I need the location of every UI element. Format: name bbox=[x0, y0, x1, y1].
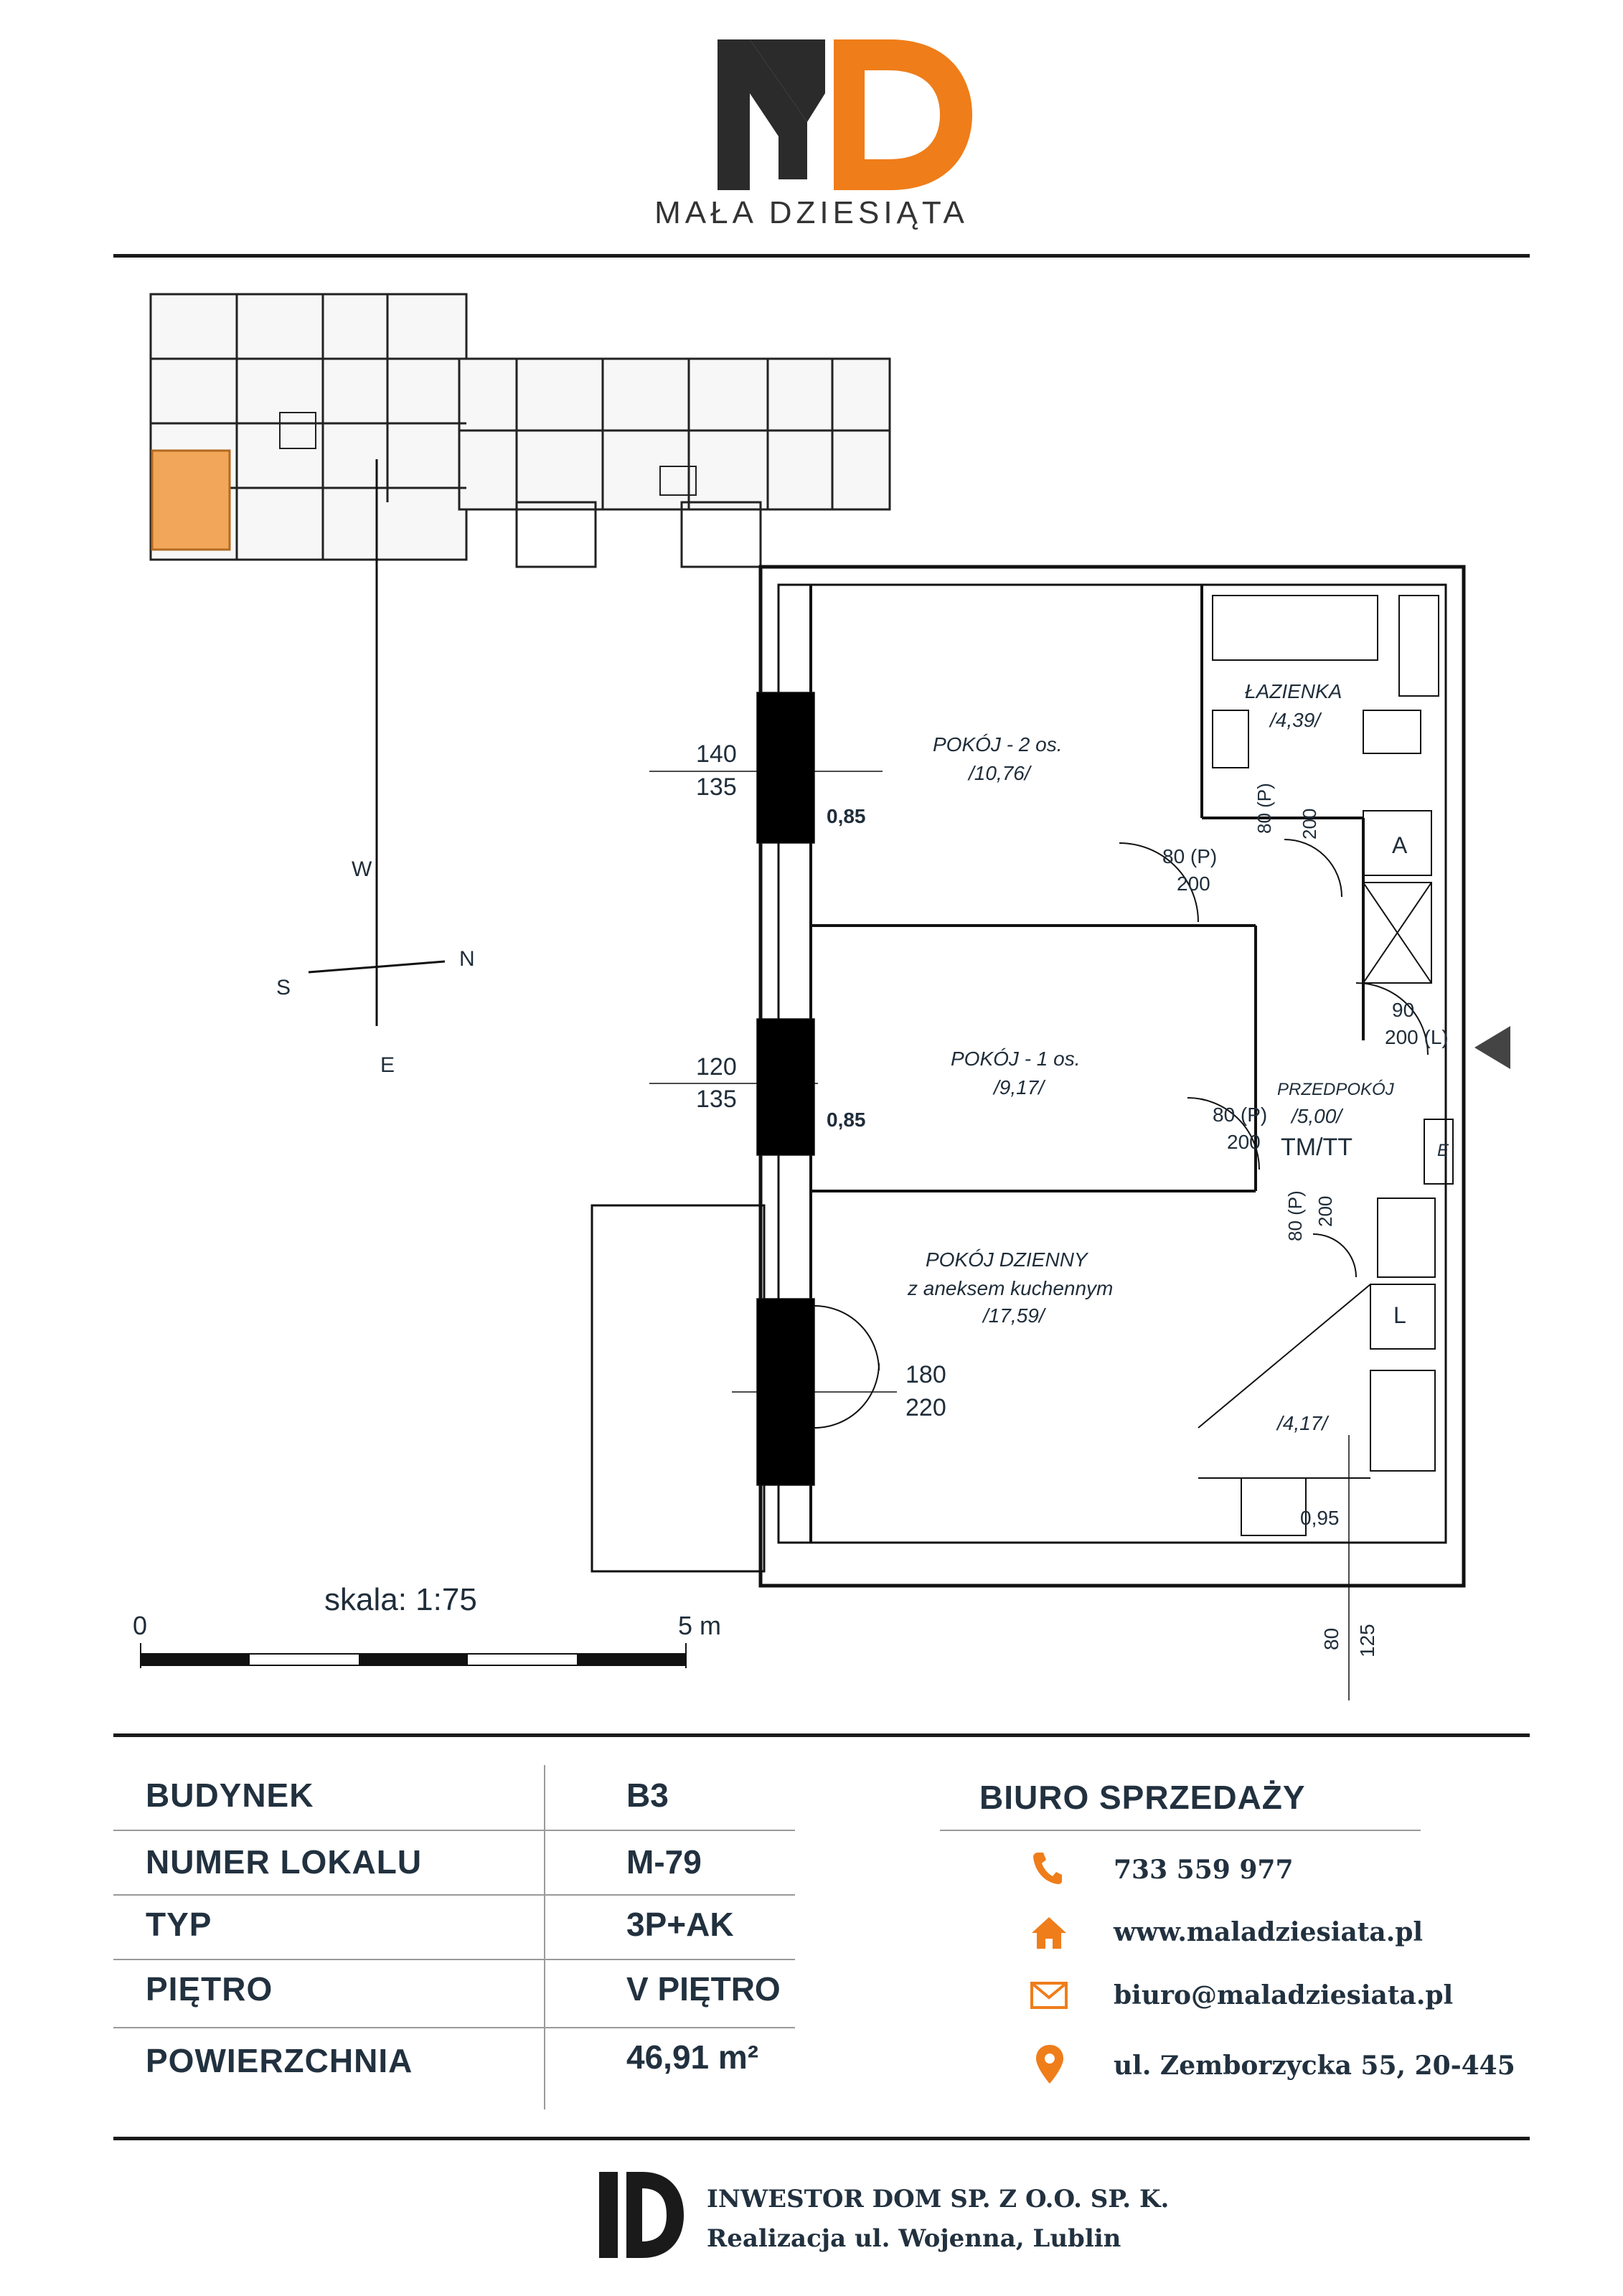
table-vertical-line bbox=[544, 1765, 545, 2109]
window-marks bbox=[649, 692, 1350, 1700]
door-width: 80 (P) bbox=[1253, 783, 1275, 834]
door-width: 90 bbox=[1392, 999, 1415, 1021]
value-unit-number: M-79 bbox=[626, 1843, 702, 1881]
room-area: /17,59/ bbox=[983, 1304, 1045, 1327]
label-type: TYP bbox=[146, 1906, 212, 1943]
value-type: 3P+AK bbox=[626, 1906, 734, 1943]
value-area: 46,91 m² bbox=[626, 2038, 759, 2076]
email-icon bbox=[1030, 1982, 1068, 2009]
info-table: BUDYNEK B3 NUMER LOKALU M-79 TYP 3P+AK P… bbox=[113, 1751, 831, 2109]
room-name: POKÓJ - 1 os. bbox=[951, 1048, 1081, 1070]
window-dim-bottom: 220 bbox=[905, 1394, 946, 1421]
kitchen-window-sill: 0,95 bbox=[1300, 1507, 1340, 1529]
row-divider bbox=[113, 1959, 795, 1960]
window-sill: 0,85 bbox=[827, 805, 866, 827]
scale-end: 5 m bbox=[678, 1611, 722, 1640]
location-pin-icon bbox=[1036, 2045, 1063, 2084]
sales-address: ul. Zemborzycka 55, 20-445 bbox=[1114, 2051, 1515, 2081]
room-area: /9,17/ bbox=[994, 1076, 1045, 1098]
compass bbox=[308, 459, 446, 1026]
label-area: POWIERZCHNIA bbox=[146, 2042, 413, 2079]
fixtures bbox=[1198, 595, 1454, 1536]
compass-south: S bbox=[276, 976, 291, 999]
compass-east: E bbox=[380, 1053, 395, 1077]
sales-website[interactable]: www.maladziesiata.pl bbox=[1114, 1917, 1424, 1947]
compass-west: W bbox=[352, 857, 372, 881]
room-subtitle: z aneksem kuchennym bbox=[908, 1277, 1114, 1299]
sales-divider bbox=[940, 1830, 1421, 1831]
room-area: /10,76/ bbox=[969, 762, 1030, 784]
value-building: B3 bbox=[626, 1777, 669, 1814]
doors bbox=[814, 839, 1429, 1429]
symbol-e: E bbox=[1437, 1141, 1449, 1160]
door-height: 200 (L) bbox=[1385, 1026, 1449, 1048]
sales-title: BIURO SPRZEDAŻY bbox=[979, 1779, 1306, 1816]
room-name: POKÓJ - 2 os. bbox=[933, 733, 1063, 756]
room-name: ŁAZIENKA bbox=[1245, 680, 1342, 702]
plan-divider bbox=[113, 1733, 1530, 1737]
window-dim-top: 180 bbox=[905, 1361, 946, 1388]
room-name: POKÓJ DZIENNY bbox=[926, 1248, 1088, 1271]
footer-divider bbox=[113, 2137, 1530, 2140]
door-height: 200 bbox=[1314, 1195, 1336, 1227]
label-unit-number: NUMER LOKALU bbox=[146, 1843, 423, 1881]
room-area: /5,00/ bbox=[1292, 1105, 1342, 1127]
sales-phone[interactable]: 733 559 977 bbox=[1114, 1855, 1294, 1885]
entrance-arrow bbox=[1474, 1026, 1510, 1069]
door-height: 200 bbox=[1299, 808, 1320, 839]
footer-project: Realizacja ul. Wojenna, Lublin bbox=[707, 2224, 1121, 2253]
compass-north: N bbox=[459, 947, 475, 971]
door-width: 80 (P) bbox=[1213, 1104, 1268, 1126]
footer-company: INWESTOR DOM SP. Z O.O. SP. K. bbox=[707, 2185, 1170, 2213]
window-dim-bottom: 135 bbox=[696, 773, 737, 801]
kitchen-window-width: 80 bbox=[1320, 1627, 1342, 1650]
floor-plan bbox=[140, 293, 1510, 1700]
scale-bar bbox=[140, 1643, 687, 1668]
room-area: /4,39/ bbox=[1270, 709, 1321, 731]
row-divider bbox=[113, 2027, 795, 2028]
phone-icon bbox=[1033, 1853, 1062, 1884]
symbol-l: L bbox=[1393, 1302, 1406, 1328]
value-floor: V PIĘTRO bbox=[626, 1970, 781, 2008]
window-dim-top: 120 bbox=[696, 1053, 737, 1081]
brand-name: MAŁA DZIESIĄTA bbox=[654, 195, 969, 230]
window-dim-top: 140 bbox=[696, 740, 737, 768]
room-area: /4,17/ bbox=[1277, 1412, 1328, 1434]
room-name: PRZEDPOKÓJ bbox=[1277, 1080, 1394, 1099]
door-width: 80 (P) bbox=[1162, 845, 1218, 867]
symbol-tm: TM/TT bbox=[1281, 1134, 1353, 1161]
scale-label: skala: 1:75 bbox=[324, 1582, 477, 1617]
sales-email[interactable]: biuro@maladziesiata.pl bbox=[1114, 1980, 1454, 2010]
door-height: 200 bbox=[1177, 872, 1210, 895]
window-sill: 0,85 bbox=[827, 1109, 866, 1131]
door-height: 200 bbox=[1227, 1131, 1261, 1153]
symbol-a: A bbox=[1392, 832, 1408, 858]
label-building: BUDYNEK bbox=[146, 1777, 314, 1814]
home-icon bbox=[1032, 1917, 1066, 1949]
row-divider bbox=[113, 1830, 795, 1831]
row-divider bbox=[113, 1894, 795, 1896]
label-floor: PIĘTRO bbox=[146, 1970, 273, 2008]
key-plan bbox=[149, 293, 891, 568]
window-dim-bottom: 135 bbox=[696, 1086, 737, 1113]
investor-logo bbox=[599, 2172, 684, 2258]
kitchen-window-height: 125 bbox=[1356, 1624, 1378, 1657]
header-divider bbox=[113, 254, 1530, 258]
door-width: 80 (P) bbox=[1284, 1190, 1306, 1241]
scale-start: 0 bbox=[133, 1611, 148, 1640]
brand-logo bbox=[718, 39, 972, 190]
